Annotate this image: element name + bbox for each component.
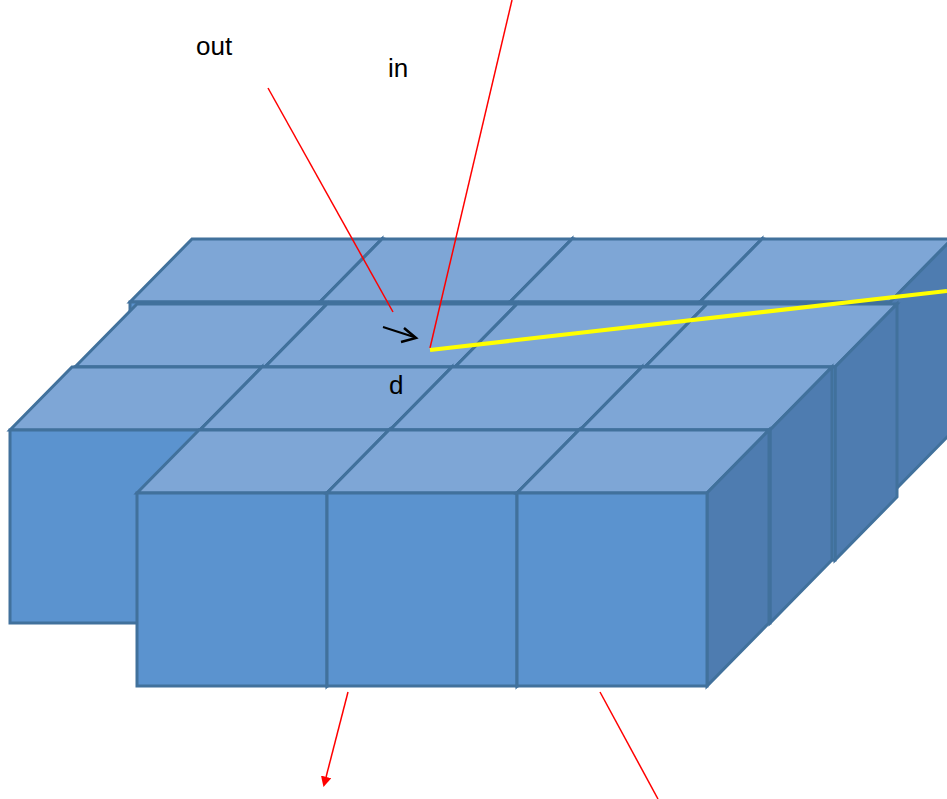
- offset-label: d: [389, 372, 403, 398]
- exit-ray: [324, 692, 348, 785]
- ray-label: in: [388, 55, 408, 81]
- cube-block: [10, 239, 947, 686]
- cube-side: [770, 367, 832, 623]
- offset-arrowhead: [401, 328, 416, 342]
- cube-front: [517, 493, 707, 686]
- cube-side: [707, 430, 769, 686]
- rays: [268, 0, 947, 799]
- cube-side: [890, 239, 947, 495]
- outgoing-ray: [268, 88, 393, 312]
- incoming-ray: [430, 0, 512, 348]
- yellow-path: [430, 291, 947, 350]
- cube-side: [835, 304, 897, 560]
- cube-front: [327, 493, 517, 686]
- exit-ray: [600, 692, 658, 799]
- cube-front: [137, 493, 327, 686]
- ray-label: out: [196, 33, 232, 59]
- cube: [517, 430, 769, 686]
